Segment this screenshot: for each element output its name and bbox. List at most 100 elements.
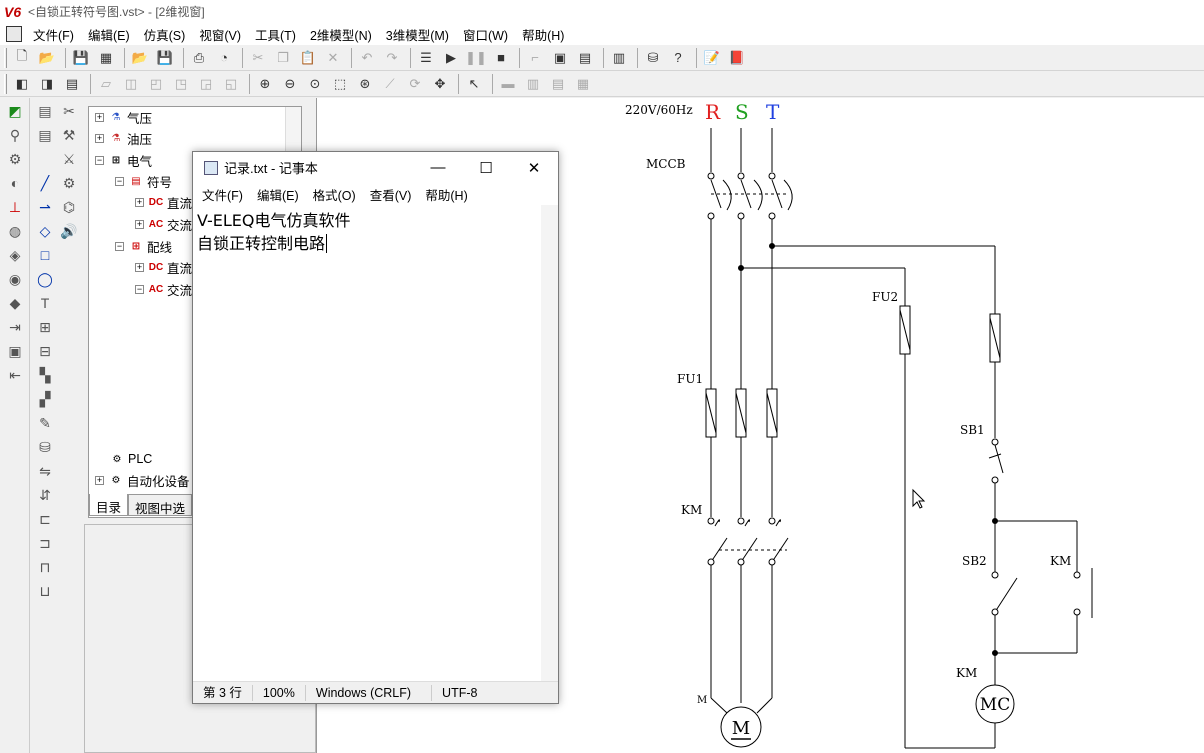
tree-item[interactable]: + DC 直流 (135, 192, 192, 212)
tree-item[interactable]: + ⚙ 自动化设备 (95, 470, 190, 490)
tree-expander[interactable]: − (115, 240, 124, 251)
3d-side-icon[interactable]: ◰ (149, 75, 163, 91)
tree-item[interactable]: + ⚗ 气压 (95, 107, 152, 127)
3d-front-icon[interactable]: ◫ (124, 75, 138, 91)
help-icon[interactable]: ? (674, 50, 682, 65)
tool-d-icon[interactable]: ◐ (10, 175, 20, 191)
select-tool-icon[interactable]: ◩ (8, 102, 22, 119)
maximize-icon[interactable]: ☐ (479, 159, 493, 177)
tool-h-icon[interactable]: ◆ (9, 294, 21, 311)
save-all-icon[interactable]: ▦ (99, 49, 113, 65)
speaker-icon[interactable]: 🔊 (60, 222, 78, 239)
tile-icon[interactable]: ▦ (576, 75, 590, 91)
zoom-out-icon[interactable]: ⊖ (284, 75, 296, 91)
tree-expander[interactable]: + (135, 196, 144, 207)
copy-icon[interactable]: ❐ (277, 49, 289, 65)
notes-icon[interactable]: 📝 (703, 49, 721, 65)
minimize-icon[interactable]: — (430, 159, 446, 176)
flip-v-icon[interactable]: ⇵ (39, 486, 51, 503)
tree-item[interactable]: − AC 交流 (135, 279, 192, 299)
tree-item[interactable]: ⚙ PLC (109, 449, 153, 469)
tree-item[interactable]: + DC 直流 (135, 257, 192, 277)
notepad-scrollbar[interactable] (541, 205, 558, 681)
group-tool-icon[interactable]: ⊞ (39, 318, 51, 335)
rotate-icon[interactable]: ⟳ (409, 75, 421, 91)
play-icon[interactable]: ▶ (446, 49, 456, 65)
undo-icon[interactable]: ↶ (361, 49, 373, 65)
tool-e-icon[interactable]: ◍ (8, 222, 22, 239)
print-icon[interactable]: ⎙ (193, 49, 205, 65)
redo-icon[interactable]: ↷ (386, 49, 398, 65)
notepad-menu-view[interactable]: 查看(V) (369, 188, 412, 203)
component-c-icon[interactable]: ⚔ (62, 150, 76, 167)
menu-3d-model[interactable]: 3维模型(M) (385, 28, 449, 43)
book-icon[interactable]: 📕 (728, 49, 746, 65)
notepad-menu-format[interactable]: 格式(O) (312, 188, 356, 203)
ungroup-tool-icon[interactable]: ⊟ (39, 342, 51, 359)
menu-edit[interactable]: 编辑(E) (87, 28, 130, 43)
menu-file[interactable]: 文件(F) (33, 28, 74, 43)
report-icon[interactable]: ▤ (578, 49, 592, 65)
tree-item[interactable]: + ⚗ 油压 (95, 128, 152, 148)
menu-simulate[interactable]: 仿真(S) (143, 28, 186, 43)
print-preview-icon[interactable]: ◔ (220, 50, 228, 65)
tab-view-select[interactable]: 视图中选 (128, 494, 193, 516)
menu-2d-model[interactable]: 2维模型(N) (309, 28, 372, 43)
component-b-icon[interactable]: ⚒ (62, 126, 76, 143)
paste-icon[interactable]: 📋 (299, 49, 317, 65)
3d-iso-icon[interactable]: ◲ (199, 75, 213, 91)
tool-g-icon[interactable]: ◉ (8, 270, 22, 287)
tree-item[interactable]: + AC 交流 (135, 214, 192, 234)
page-tool-icon[interactable]: ▤ (38, 102, 52, 119)
tree-expander[interactable]: + (95, 111, 104, 122)
blank-tool-icon[interactable] (34, 148, 56, 170)
axis-tool-icon[interactable]: ⊥ (8, 198, 22, 215)
component-a-icon[interactable]: ✂ (63, 102, 75, 119)
pointer-icon[interactable]: ↖ (468, 75, 480, 91)
pen-tool-icon[interactable]: ✎ (39, 414, 51, 431)
zoom-select-icon[interactable]: ⊛ (359, 75, 371, 91)
toolbar-grip[interactable] (4, 47, 7, 68)
tree-item[interactable]: − ⊞ 配线 (115, 236, 172, 256)
pan-line-icon[interactable]: ⟋ (385, 75, 395, 91)
stop-icon[interactable]: ■ (497, 50, 505, 65)
tree-item[interactable]: − ▤ 符号 (115, 171, 172, 191)
wire-icon[interactable]: ⌐ (531, 50, 539, 65)
tree-expander[interactable]: + (95, 132, 104, 143)
zoom-fit-icon[interactable]: ⊙ (309, 75, 321, 91)
ellipse-tool-icon[interactable]: ◯ (37, 270, 53, 287)
3d-view-icon[interactable]: ▱ (101, 75, 111, 91)
view-layout-1-icon[interactable]: ◧ (15, 75, 29, 91)
tab-catalog[interactable]: 目录 (89, 494, 129, 516)
tool-k-icon[interactable]: ⇤ (9, 366, 21, 383)
rect-tool-icon[interactable]: □ (40, 247, 50, 263)
front-tool-icon[interactable]: ▚ (39, 366, 51, 383)
save-icon[interactable]: 💾 (72, 49, 90, 65)
save-project-icon[interactable]: 💾 (156, 49, 174, 65)
tree-item[interactable]: − ⊞ 电气 (95, 150, 152, 170)
pause-icon[interactable]: ❚❚ (465, 49, 487, 65)
view-layout-2-icon[interactable]: ◨ (40, 75, 54, 91)
tool-c-icon[interactable]: ⚙ (8, 150, 22, 167)
delete-icon[interactable]: ✕ (327, 49, 339, 65)
component-e-icon[interactable]: ⌬ (62, 198, 76, 215)
tool-j-icon[interactable]: ▣ (8, 342, 22, 359)
arrange-icon[interactable]: ▤ (551, 75, 565, 91)
tree-expander[interactable]: − (95, 154, 104, 165)
move-icon[interactable]: ✥ (434, 75, 446, 91)
tree-expander[interactable]: − (115, 175, 124, 186)
notepad-text-area[interactable]: V-ELEQ电气仿真软件自锁正转控制电路 (193, 205, 542, 681)
flip-h-icon[interactable]: ⇋ (39, 462, 51, 479)
notepad-menu-help[interactable]: 帮助(H) (425, 188, 468, 203)
grid-icon[interactable]: ▥ (612, 49, 626, 65)
close-icon[interactable]: ✕ (527, 159, 541, 177)
notepad-titlebar[interactable]: 记录.txt - 记事本 — ☐ ✕ (193, 152, 558, 183)
tool-b-icon[interactable]: ⚲ (9, 126, 21, 143)
back-tool-icon[interactable]: ▞ (39, 390, 51, 407)
tool-f-icon[interactable]: ◈ (9, 246, 21, 263)
open-folder-icon[interactable]: 📂 (38, 49, 56, 65)
document-icon[interactable] (6, 26, 22, 42)
3d-top-icon[interactable]: ◳ (174, 75, 188, 91)
layout-icon[interactable]: ▣ (553, 49, 567, 65)
open-project-icon[interactable]: 📂 (131, 49, 149, 65)
